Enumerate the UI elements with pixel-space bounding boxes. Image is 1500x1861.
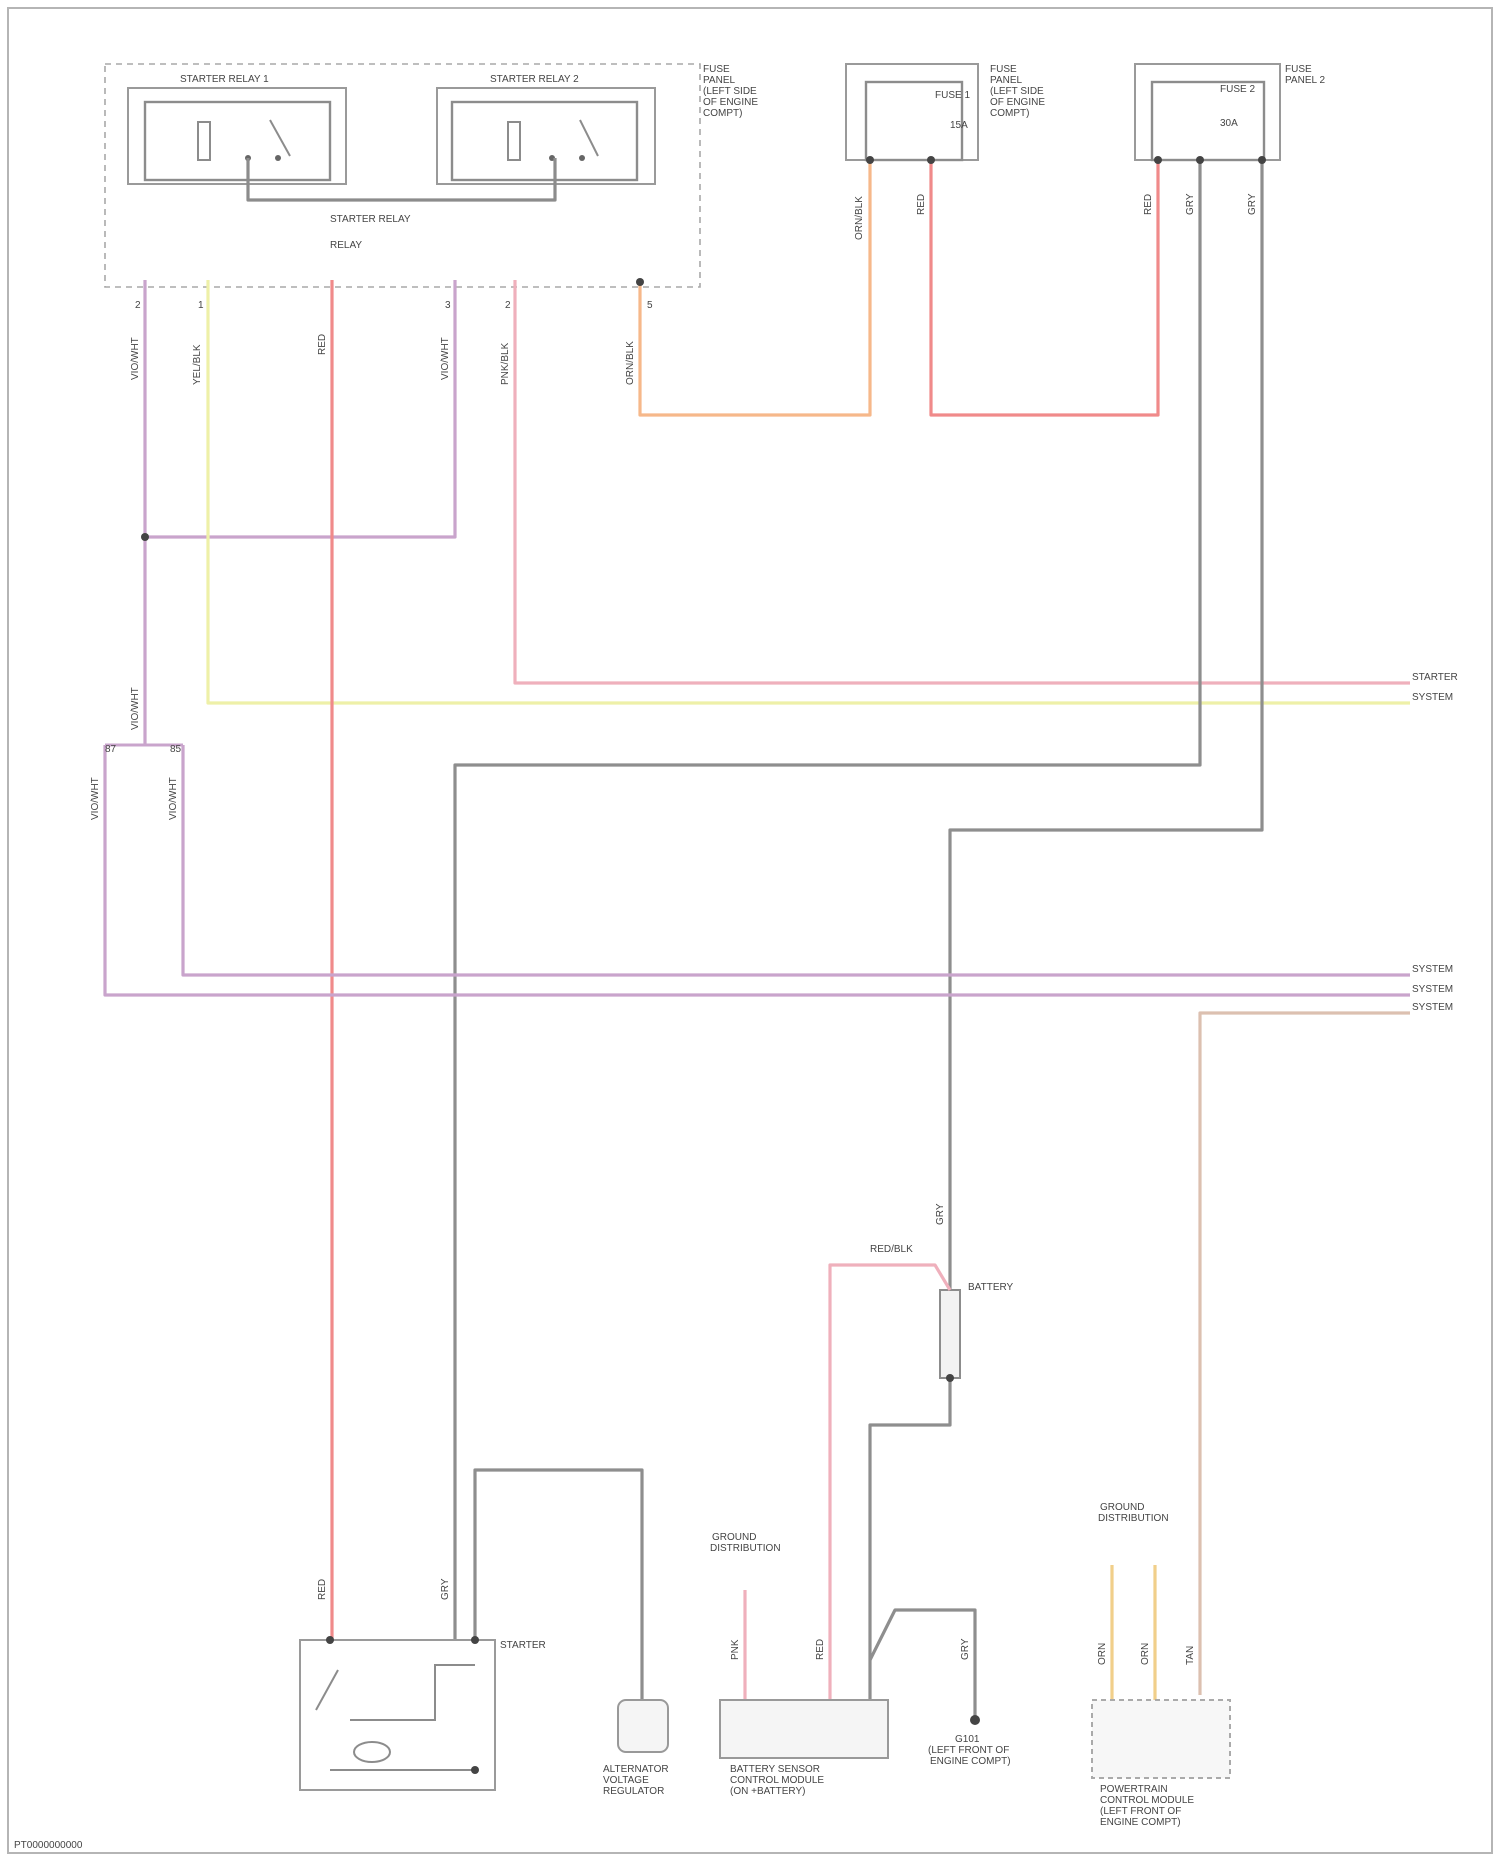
fuse-2-rating: 30A <box>1220 118 1238 129</box>
ground-point <box>970 1715 980 1725</box>
relay-note-2: RELAY <box>330 240 362 251</box>
wire-red-fuse <box>931 160 1158 415</box>
starter-box <box>300 1640 495 1790</box>
wire-gry-3 <box>870 1378 950 1700</box>
svg-text:ORN: ORN <box>1097 1643 1108 1665</box>
svg-text:VIO/WHT: VIO/WHT <box>130 687 141 730</box>
starter-relay-1-label: STARTER RELAY 1 <box>180 74 269 85</box>
fuse-1-label: FUSE 1 <box>935 90 970 101</box>
svg-text:YEL/BLK: YEL/BLK <box>192 344 203 385</box>
battery-label: BATTERY <box>968 1282 1014 1293</box>
svg-text:ORN: ORN <box>1140 1643 1151 1665</box>
starter-relay-group <box>105 64 700 287</box>
svg-text:RED: RED <box>815 1639 826 1660</box>
svg-text:RED: RED <box>1143 194 1154 215</box>
svg-text:RED: RED <box>317 1579 328 1600</box>
svg-text:PNK: PNK <box>730 1639 741 1660</box>
wire-tan <box>1200 1013 1410 1695</box>
svg-text:RED: RED <box>317 334 328 355</box>
offpage-system-4: SYSTEM <box>1412 1002 1453 1013</box>
wire-gry-2 <box>950 160 1262 1290</box>
wire-yel-blk <box>208 280 1410 703</box>
svg-text:87: 87 <box>105 744 117 755</box>
svg-text:RED/BLK: RED/BLK <box>870 1244 913 1255</box>
svg-text:VIO/WHT: VIO/WHT <box>440 337 451 380</box>
offpage-system-1: SYSTEM <box>1412 692 1453 703</box>
svg-text:GRY: GRY <box>440 1578 451 1600</box>
battery-sensor-box <box>720 1700 888 1758</box>
svg-text:5: 5 <box>647 300 653 311</box>
svg-text:3: 3 <box>445 300 451 311</box>
alternator-box <box>618 1700 668 1752</box>
battery-fuse <box>940 1290 960 1378</box>
relay-2-coil <box>508 122 520 160</box>
svg-text:1: 1 <box>198 300 204 311</box>
svg-text:85: 85 <box>170 744 182 755</box>
wire-gry-1 <box>455 160 1200 1640</box>
svg-text:ORN/BLK: ORN/BLK <box>854 196 865 240</box>
wire-red-blk <box>830 1265 950 1700</box>
offpage-system-2: SYSTEM <box>1412 964 1453 975</box>
relay-1-coil <box>198 122 210 160</box>
wire-vio-2 <box>105 745 1410 995</box>
svg-text:GRY: GRY <box>1185 193 1196 215</box>
svg-text:ORN/BLK: ORN/BLK <box>625 341 636 385</box>
svg-text:RED: RED <box>916 194 927 215</box>
relay-note: STARTER RELAY <box>330 214 411 225</box>
svg-text:PNK/BLK: PNK/BLK <box>500 342 511 385</box>
svg-text:2: 2 <box>135 300 141 311</box>
wire-pnk-blk <box>515 280 1410 683</box>
footer-code: PT0000000000 <box>14 1840 83 1851</box>
svg-text:VIO/WHT: VIO/WHT <box>90 777 101 820</box>
fuse-2-label: FUSE 2 <box>1220 84 1255 95</box>
offpage-starter-1: STARTER <box>1412 672 1458 683</box>
svg-text:GRY: GRY <box>935 1203 946 1225</box>
diagram-border <box>8 8 1492 1853</box>
svg-text:VIO/WHT: VIO/WHT <box>168 777 179 820</box>
starter-label: STARTER <box>500 1640 546 1651</box>
ecm-box <box>1092 1700 1230 1778</box>
fuse-panel-2-box <box>1135 64 1280 160</box>
fuse-1-rating: 15A <box>950 120 968 131</box>
starter-relay-2-label: STARTER RELAY 2 <box>490 74 579 85</box>
starter-motor-icon <box>354 1742 390 1762</box>
wire-orn-blk <box>640 160 870 415</box>
svg-text:GRY: GRY <box>960 1638 971 1660</box>
svg-text:2: 2 <box>505 300 511 311</box>
svg-text:VIO/WHT: VIO/WHT <box>130 337 141 380</box>
offpage-system-3: SYSTEM <box>1412 984 1453 995</box>
svg-text:GRY: GRY <box>1247 193 1258 215</box>
svg-text:TAN: TAN <box>1185 1646 1196 1665</box>
